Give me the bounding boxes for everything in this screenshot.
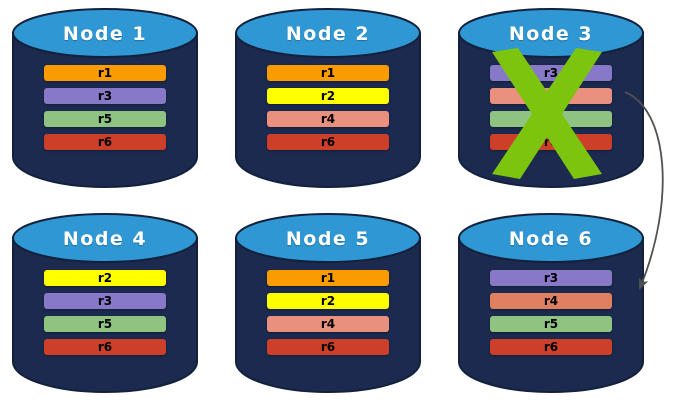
replica-list: r3 r4 r5 r6 (490, 270, 612, 362)
replica-label: r5 (97, 317, 113, 331)
replica-label: r3 (543, 66, 559, 80)
replica-label: r1 (320, 66, 336, 80)
replica-bar[interactable]: r5 (44, 316, 166, 332)
replica-label: r1 (320, 271, 336, 285)
replica-label: r4 (543, 294, 559, 308)
replica-label: r5 (543, 112, 559, 126)
replica-bar[interactable]: r6 (267, 339, 389, 355)
replica-bar[interactable]: r5 (490, 316, 612, 332)
replica-label: r4 (543, 89, 559, 103)
replica-list: r1 r2 r4 r6 (267, 65, 389, 157)
replica-bar[interactable]: r1 (267, 270, 389, 286)
replica-bar[interactable]: r4 (267, 316, 389, 332)
replica-label: r6 (97, 340, 113, 354)
cylinder-top-ellipse (235, 213, 421, 263)
replica-label: r6 (97, 135, 113, 149)
replica-bar[interactable]: r6 (490, 339, 612, 355)
replica-bar[interactable]: r6 (44, 339, 166, 355)
replica-bar[interactable]: r4 (490, 293, 612, 309)
replica-bar[interactable]: r3 (490, 270, 612, 286)
replica-bar[interactable]: r2 (267, 88, 389, 104)
replica-bar[interactable]: r3 (44, 293, 166, 309)
replica-label: r2 (320, 294, 336, 308)
replica-label: r3 (543, 271, 559, 285)
cylinder-top-ellipse (12, 213, 198, 263)
replica-label: r2 (97, 271, 113, 285)
cylinder-top-ellipse (235, 8, 421, 58)
replica-bar[interactable]: r5 (490, 111, 612, 127)
replica-label: r6 (543, 135, 559, 149)
replica-bar[interactable]: r2 (267, 293, 389, 309)
replica-label: r3 (97, 294, 113, 308)
replica-label: r2 (320, 89, 336, 103)
replica-bar[interactable]: r1 (267, 65, 389, 81)
replica-label: r5 (543, 317, 559, 331)
replica-label: r3 (97, 89, 113, 103)
cylinder-top-ellipse (12, 8, 198, 58)
replica-bar[interactable]: r6 (267, 134, 389, 150)
replica-label: r4 (320, 317, 336, 331)
replica-label: r5 (97, 112, 113, 126)
replica-bar[interactable]: r3 (44, 88, 166, 104)
replica-label: r6 (320, 340, 336, 354)
replica-bar[interactable]: r3 (490, 65, 612, 81)
replica-label: r6 (543, 340, 559, 354)
cylinder-top-ellipse (458, 8, 644, 58)
replica-label: r4 (320, 112, 336, 126)
replica-bar[interactable]: r1 (44, 65, 166, 81)
replica-bar[interactable]: r4 (267, 111, 389, 127)
replica-label: r1 (97, 66, 113, 80)
cylinder-top-ellipse (458, 213, 644, 263)
replica-bar[interactable]: r5 (44, 111, 166, 127)
replica-bar[interactable]: r6 (490, 134, 612, 150)
replica-list: r2 r3 r5 r6 (44, 270, 166, 362)
replica-list: r1 r2 r4 r6 (267, 270, 389, 362)
replica-bar[interactable]: r6 (44, 134, 166, 150)
replica-list: r1 r3 r5 r6 (44, 65, 166, 157)
replica-bar[interactable]: r4 (490, 88, 612, 104)
replica-label: r6 (320, 135, 336, 149)
replica-bar[interactable]: r2 (44, 270, 166, 286)
replica-list: r3 r4 r5 r6 (490, 65, 612, 157)
